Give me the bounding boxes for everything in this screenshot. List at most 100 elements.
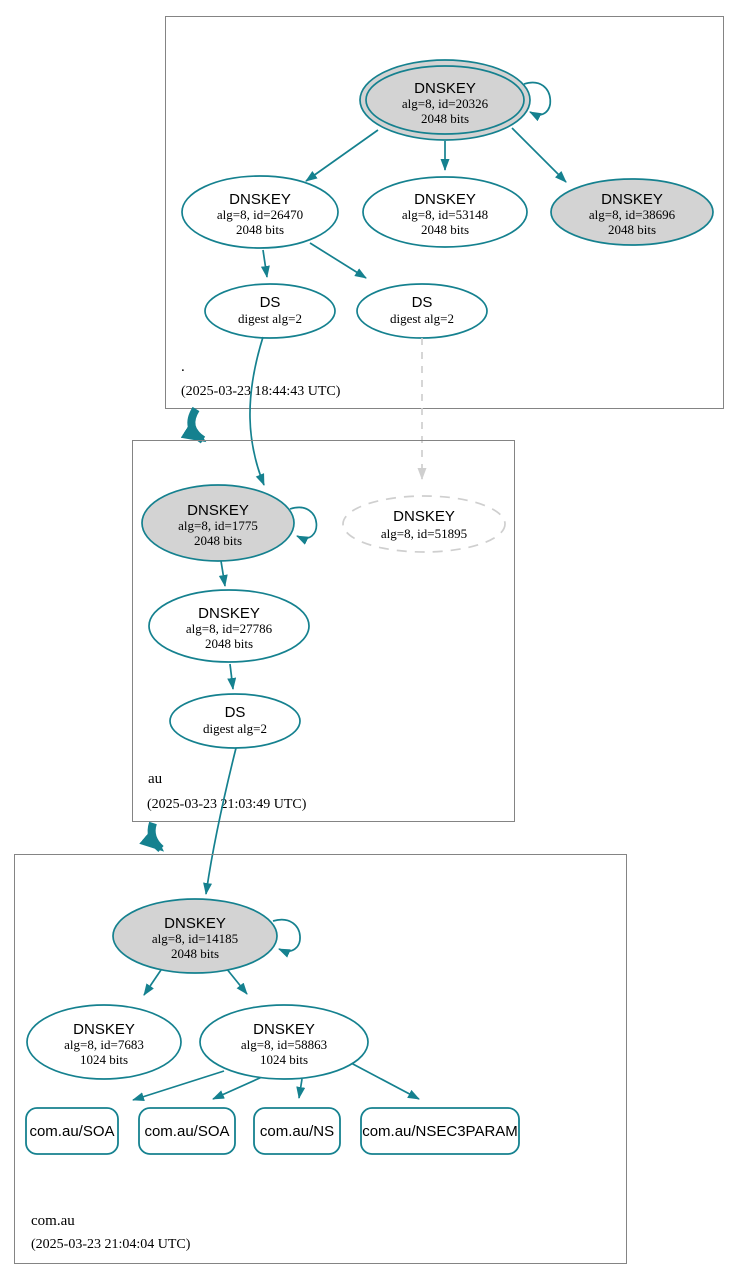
node-ellipse: [550, 178, 714, 246]
node-bits: 2048 bits: [421, 111, 469, 126]
zone-root-box: [165, 16, 724, 409]
node-ellipse: [26, 1004, 182, 1080]
zone-name-label-root: .: [181, 359, 185, 375]
edge-root-ds1-to-au-ksk: [249, 336, 265, 486]
node-ellipse: [199, 1004, 369, 1080]
zone-root: DNSKEY alg=8, id=20326 2048 bits DNSKEY …: [165, 16, 724, 409]
rrset-comau-nsec3param[interactable]: com.au/NSEC3PARAM: [360, 1107, 520, 1155]
edge-au-ksk-to-zsk: [218, 560, 228, 587]
rrset-comau-soa-1[interactable]: com.au/SOA: [25, 1107, 119, 1155]
node-detail: alg=8, id=53148: [402, 207, 488, 222]
edge-zsk-58863-to-nsec3param: [350, 1062, 420, 1100]
edge-comau-ksk-to-dnskey-7683: [143, 966, 164, 996]
zone-au-box: [132, 440, 515, 822]
edge-root-ksk-to-dnskey-38696: [511, 127, 567, 183]
zone-timestamp-com-au: (2025-03-23 21:04:04 UTC): [31, 1237, 191, 1252]
zone-name-label-au: au: [148, 771, 163, 787]
node-au-dnskey-51895-missing[interactable]: DNSKEY alg=8, id=51895: [342, 495, 506, 553]
node-title: DNSKEY: [73, 1021, 135, 1038]
node-detail: alg=8, id=38696: [589, 207, 676, 222]
rrset-comau-ns[interactable]: com.au/NS: [253, 1107, 341, 1155]
delegation-arrow-au-to-comau: [139, 821, 165, 853]
edge-zsk-58863-to-soa-1: [132, 1070, 225, 1101]
zone-com-au: DNSKEY alg=8, id=14185 2048 bits DNSKEY …: [14, 854, 627, 1264]
node-au-ksk-1775[interactable]: DNSKEY alg=8, id=1775 2048 bits: [141, 484, 295, 562]
zone-au: DNSKEY alg=8, id=1775 2048 bits DNSKEY a…: [132, 440, 515, 822]
node-title: DS: [260, 294, 281, 311]
node-root-ksk-outer-ellipse: [359, 59, 531, 141]
edge-comau-ksk-to-zsk-58863: [225, 967, 248, 995]
node-bits: 2048 bits: [205, 636, 253, 651]
node-root-ds-2[interactable]: DS digest alg=2: [356, 283, 488, 339]
node-detail: digest alg=2: [390, 311, 454, 326]
node-title: DS: [412, 294, 433, 311]
node-detail: digest alg=2: [203, 721, 267, 736]
node-title: DNSKEY: [198, 605, 260, 622]
self-sign-loop-root-ksk: [523, 81, 552, 122]
node-title: DNSKEY: [393, 508, 455, 525]
node-root-dnskey-38696[interactable]: DNSKEY alg=8, id=38696 2048 bits: [550, 178, 714, 246]
node-au-ds[interactable]: DS digest alg=2: [169, 693, 301, 749]
node-bits: 1024 bits: [260, 1052, 308, 1067]
node-title: DNSKEY: [164, 915, 226, 932]
edge-zsk-58863-to-ns: [296, 1078, 306, 1099]
node-comau-ksk-14185[interactable]: DNSKEY alg=8, id=14185 2048 bits: [112, 898, 278, 974]
node-ellipse: [169, 693, 301, 749]
delegation-arrow-root-to-au: [180, 406, 207, 444]
node-title: DNSKEY: [253, 1021, 315, 1038]
rrset-comau-soa-2[interactable]: com.au/SOA: [138, 1107, 236, 1155]
node-title: DNSKEY: [601, 191, 663, 208]
self-sign-loop-comau-ksk: [272, 918, 301, 958]
node-detail: alg=8, id=26470: [217, 207, 303, 222]
node-title: DS: [225, 704, 246, 721]
node-ellipse: [362, 176, 528, 248]
node-title: DNSKEY: [414, 191, 476, 208]
rrset-box: [360, 1107, 520, 1155]
node-ellipse: [141, 484, 295, 562]
edge-root-ksk-to-zsk-26470: [305, 129, 379, 182]
edge-zsk-26470-to-ds2: [309, 242, 367, 279]
node-bits: 2048 bits: [171, 946, 219, 961]
self-sign-loop-au-ksk: [289, 506, 318, 545]
node-bits: 2048 bits: [236, 222, 284, 237]
rrset-box: [138, 1107, 236, 1155]
node-ellipse: [112, 898, 278, 974]
node-detail: alg=8, id=27786: [186, 621, 273, 636]
node-ellipse-dashed: [342, 495, 506, 553]
zone-timestamp-root: (2025-03-23 18:44:43 UTC): [181, 384, 341, 399]
node-detail: alg=8, id=20326: [402, 96, 489, 111]
node-ellipse: [181, 175, 339, 249]
node-bits: 2048 bits: [194, 533, 242, 548]
node-detail: alg=8, id=7683: [64, 1037, 144, 1052]
edge-zsk-58863-to-soa-2: [212, 1076, 263, 1100]
rrset-label: com.au/SOA: [144, 1123, 229, 1140]
node-root-dnskey-53148[interactable]: DNSKEY alg=8, id=53148 2048 bits: [362, 176, 528, 248]
node-root-ds-1[interactable]: DS digest alg=2: [204, 283, 336, 339]
edge-au-ds-to-comau-ksk: [203, 747, 237, 895]
node-au-zsk-27786[interactable]: DNSKEY alg=8, id=27786 2048 bits: [148, 589, 310, 663]
node-bits: 2048 bits: [421, 222, 469, 237]
node-detail: alg=8, id=14185: [152, 931, 238, 946]
zone-timestamp-au: (2025-03-23 21:03:49 UTC): [147, 797, 307, 812]
edge-au-zsk-to-ds: [227, 663, 237, 690]
rrset-box: [25, 1107, 119, 1155]
node-detail: alg=8, id=1775: [178, 518, 258, 533]
node-root-zsk-26470[interactable]: DNSKEY alg=8, id=26470 2048 bits: [181, 175, 339, 249]
rrset-label: com.au/NSEC3PARAM: [362, 1123, 518, 1140]
zone-name-label-com-au: com.au: [31, 1213, 75, 1229]
node-ellipse: [204, 283, 336, 339]
rrset-label: com.au/SOA: [29, 1123, 114, 1140]
node-detail: digest alg=2: [238, 311, 302, 326]
node-ellipse: [148, 589, 310, 663]
node-comau-dnskey-7683[interactable]: DNSKEY alg=8, id=7683 1024 bits: [26, 1004, 182, 1080]
node-detail: alg=8, id=51895: [381, 526, 467, 541]
node-title: DNSKEY: [187, 502, 249, 519]
node-root-ksk-inner-ellipse: [365, 65, 525, 135]
node-bits: 1024 bits: [80, 1052, 128, 1067]
rrset-label: com.au/NS: [260, 1123, 334, 1140]
node-comau-zsk-58863[interactable]: DNSKEY alg=8, id=58863 1024 bits: [199, 1004, 369, 1080]
node-root-ksk-20326[interactable]: DNSKEY alg=8, id=20326 2048 bits: [359, 59, 531, 141]
node-title: DNSKEY: [414, 80, 476, 97]
